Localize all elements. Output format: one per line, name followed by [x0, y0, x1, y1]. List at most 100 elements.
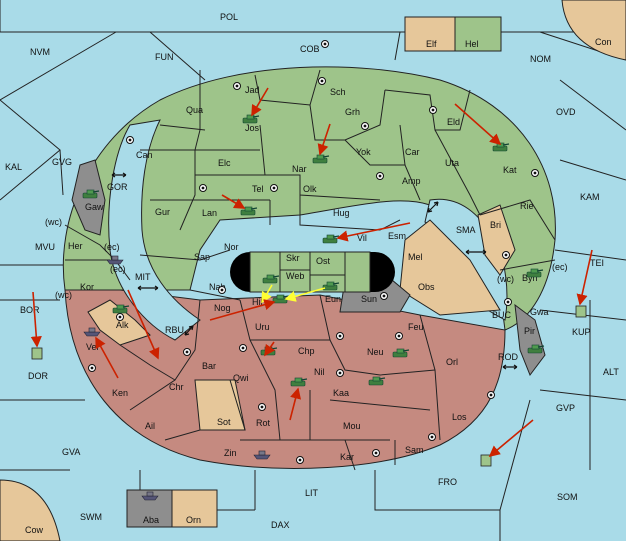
sea-label-ovd: OVD: [556, 107, 576, 117]
power-legend-top: Elf Hel: [404, 16, 502, 52]
con-corner[interactable]: [561, 0, 626, 61]
sea-label-tei: TEI: [590, 258, 604, 268]
land-label-sam: Sam: [405, 445, 424, 455]
coast-label-her-ec: (ec): [110, 264, 126, 274]
support-arrow-eun-hil: [284, 287, 326, 302]
sea-label-cow: Cow: [25, 525, 44, 535]
unit-group: [31, 114, 587, 467]
land-label-grh: Grh: [345, 107, 360, 117]
supply-center-zin: [296, 456, 304, 464]
move-arrow-esm-vil: [336, 222, 411, 242]
land-label-byn: Byn: [522, 273, 538, 283]
sea-label-nom: NOM: [530, 54, 551, 64]
grey-region-pir[interactable]: [514, 303, 546, 377]
land-label-nab: Nab: [209, 282, 226, 292]
sea-label-kal: KAL: [5, 162, 22, 172]
order-arrows: [30, 87, 593, 458]
sea-label-fro: FRO: [438, 477, 457, 487]
land-label-sot: Sot: [217, 417, 231, 427]
land-label-feu: Feu: [408, 322, 424, 332]
land-label-ken: Ken: [112, 388, 128, 398]
land-label-hil: Hil: [252, 297, 263, 307]
supply-center-byn: [502, 251, 510, 259]
canal-arrow-rod: [502, 364, 518, 370]
sea-label-mvu: MVU: [35, 242, 55, 252]
sea-label-nvm: NVM: [30, 47, 50, 57]
sea-label-gvp: GVP: [556, 403, 575, 413]
move-arrow-nog-hil: [209, 299, 276, 321]
sea-label-dax: DAX: [271, 520, 290, 530]
sea-label-fun: FUN: [155, 52, 174, 62]
land-label-jos: Jos: [245, 123, 260, 133]
coast-label-kor-wc: (wc): [55, 290, 72, 300]
land-label-qwi: Qwi: [233, 373, 249, 383]
power-legend-bottom: Aba Orn: [126, 489, 218, 528]
land-label-web: Web: [286, 271, 304, 281]
land-label-group: Jad Sch Qua Jos Grh Eld Can Yok Car Uta …: [68, 85, 549, 462]
sea-label-buc: BUC: [492, 310, 512, 320]
sea-label-pol: POL: [220, 12, 238, 22]
legend-swatch-hel[interactable]: [454, 16, 502, 52]
land-label-jad: Jad: [245, 85, 260, 95]
convoy-marker-dor: [31, 347, 43, 360]
supply-center-can: [126, 136, 134, 144]
land-label-hug: Hug: [333, 208, 350, 218]
northern-land-mass[interactable]: [62, 66, 556, 331]
land-label-gaw: Gaw: [85, 202, 104, 212]
move-arrow-jad-jos: [251, 87, 269, 117]
supply-center-grh: [361, 122, 369, 130]
land-label-vil: Vil: [357, 233, 367, 243]
land-label-sun: Sun: [361, 294, 377, 304]
land-label-nar: Nar: [292, 164, 307, 174]
land-label-zin: Zin: [224, 448, 237, 458]
sea-label-rbu: RBU: [165, 325, 184, 335]
army-unit-vil[interactable]: [322, 234, 340, 244]
supply-center-kat: [531, 169, 539, 177]
move-arrow-grh-nar: [317, 123, 331, 156]
land-label-can: Can: [136, 150, 153, 160]
land-label-bri: Bri: [490, 220, 501, 230]
land-label-obs: Obs: [418, 282, 435, 292]
supply-center-kar: [372, 449, 380, 457]
coast-label-gaw-ec: (ec): [104, 242, 120, 252]
land-label-qua: Qua: [186, 105, 203, 115]
land-label-ost: Ost: [316, 256, 331, 266]
land-label-lan: Lan: [202, 208, 217, 218]
sea-label-lit: LIT: [305, 488, 319, 498]
supply-center-rot: [258, 403, 266, 411]
inner-bay-west[interactable]: [108, 119, 201, 341]
land-label-tel: Tel: [252, 184, 264, 194]
sea-label-mit: MIT: [135, 272, 151, 282]
supply-center-cob: [321, 40, 329, 48]
sea-label-sma: SMA: [456, 225, 476, 235]
territory-borders: [64, 69, 556, 471]
supply-center-uru: [239, 344, 247, 352]
supply-center-tel: [270, 184, 278, 192]
land-label-her: Her: [68, 241, 83, 251]
legend-swatch-orn[interactable]: [171, 489, 218, 528]
sea-label-gva: GVA: [62, 447, 80, 457]
sea-label-cob: COB: [300, 44, 320, 54]
land-label-rot: Rot: [256, 418, 271, 428]
land-label-gur: Gur: [155, 207, 170, 217]
canal-arrow-amp: [427, 201, 439, 213]
land-label-mou: Mou: [343, 421, 361, 431]
sea-label-gvg: GVG: [52, 157, 72, 167]
land-label-mel: Mel: [408, 252, 423, 262]
convoy-marker-kup: [575, 305, 587, 318]
sea-label-gor: GOR: [107, 182, 128, 192]
canal-arrow-gor: [111, 172, 127, 178]
sea-label-kup: KUP: [572, 327, 591, 337]
legend-label-orn: Orn: [186, 515, 201, 525]
supply-center-sam: [428, 433, 436, 441]
move-arrow-gvp-fro: [488, 419, 534, 458]
land-label-amp: Amp: [402, 176, 421, 186]
land-label-nor: Nor: [224, 242, 239, 252]
tan-region-alk[interactable]: [87, 299, 151, 346]
supply-center-kaa: [336, 369, 344, 377]
land-label-bar: Bar: [202, 361, 216, 371]
land-label-nog: Nog: [214, 303, 231, 313]
move-arrow-ken-ver: [95, 336, 119, 379]
coast-label-gaw-wc: (wc): [45, 217, 62, 227]
sea-label-swm: SWM: [80, 512, 102, 522]
